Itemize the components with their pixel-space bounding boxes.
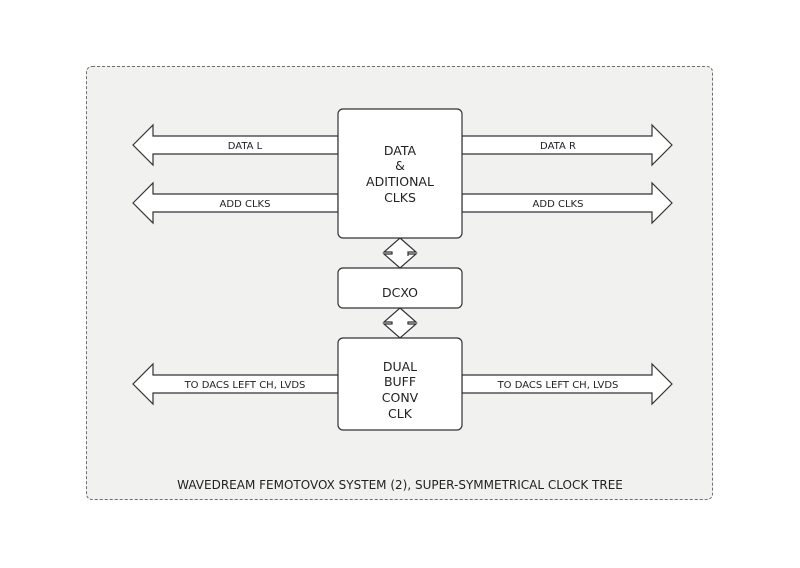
data-r-label: DATA R [540, 141, 576, 152]
data-clks-block [337, 108, 463, 239]
data-l-label: DATA L [228, 141, 263, 152]
dcxo-block [337, 267, 463, 309]
dual-buff-line-2: BUFF [384, 374, 416, 389]
data-clks-line-4: CLKS [384, 190, 416, 205]
dacs-left-label: TO DACS LEFT CH, LVDS [184, 380, 306, 391]
dual-buff-line-3: CONV [382, 390, 419, 405]
dual-buff-line-4: CLK [388, 406, 413, 421]
dcxo-to-dual-arrow [382, 307, 418, 339]
add-clks-right-label: ADD CLKS [533, 199, 584, 210]
data-clks-line-1: DATA [384, 143, 417, 158]
dacs-right-label: TO DACS LEFT CH, LVDS [497, 380, 619, 391]
data-clks-line-3: ADITIONAL [366, 174, 434, 189]
add-clks-left-label: ADD CLKS [220, 199, 271, 210]
dcxo-to-data-arrow [382, 237, 418, 269]
dual-buff-line-1: DUAL [383, 359, 417, 374]
diagram-caption: WAVEDREAM FEMOTOVOX SYSTEM (2), SUPER-SY… [177, 478, 623, 492]
data-clks-line-2: & [395, 158, 405, 173]
dcxo-label: DCXO [382, 285, 418, 300]
dual-buff-block [337, 337, 463, 431]
